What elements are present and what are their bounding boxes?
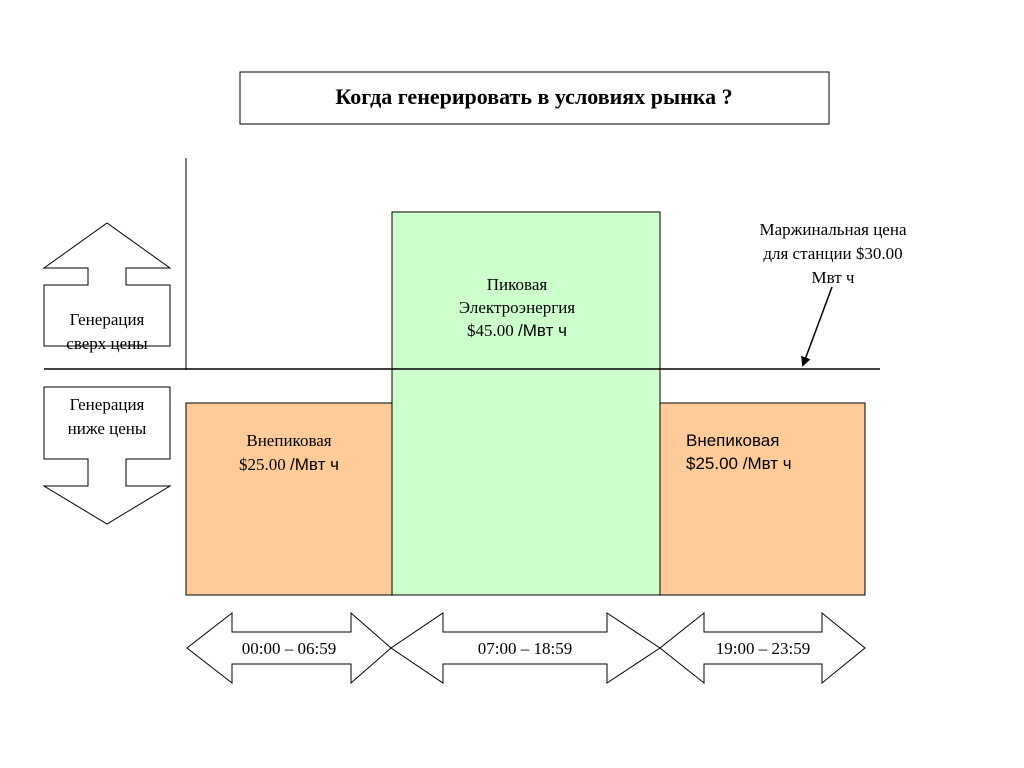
peak-label-2: Электроэнергия [459, 298, 575, 317]
marginal-pointer-arrow-icon [801, 286, 833, 367]
period-arrow-evening [659, 611, 866, 685]
peak-block [391, 211, 661, 596]
up-arrow-icon [42, 222, 172, 347]
peak-price: $45.00 /Мвт ч [467, 321, 567, 340]
title-box [239, 71, 830, 125]
offpeak-block-right [659, 402, 866, 596]
period-label-evening: 19:00 – 23:59 [716, 639, 810, 658]
peak-label: Пиковая [487, 275, 548, 294]
below-price-label-2: ниже цены [68, 419, 147, 438]
down-arrow-icon [42, 386, 172, 525]
period-label-day: 07:00 – 18:59 [478, 639, 572, 658]
above-price-label: Генерация [70, 310, 145, 329]
offpeak-left-price: $25.00 /Мвт ч [239, 455, 339, 474]
marginal-price-label: Маржинальная цена [759, 220, 906, 239]
offpeak-right-label: Внепиковая [686, 431, 779, 450]
below-price-label: Генерация [70, 395, 145, 414]
marginal-price-label-2: для станции $30.00 [763, 244, 902, 263]
offpeak-right-price: $25.00 /Мвт ч [686, 454, 792, 473]
above-price-label-2: сверх цены [66, 334, 148, 353]
period-label-night: 00:00 – 06:59 [242, 639, 336, 658]
page-title: Когда генерировать в условиях рынка ? [335, 84, 732, 109]
marginal-price-label-3: Мвт ч [812, 268, 855, 287]
offpeak-left-label: Внепиковая [246, 431, 331, 450]
offpeak-block-left [185, 402, 393, 596]
